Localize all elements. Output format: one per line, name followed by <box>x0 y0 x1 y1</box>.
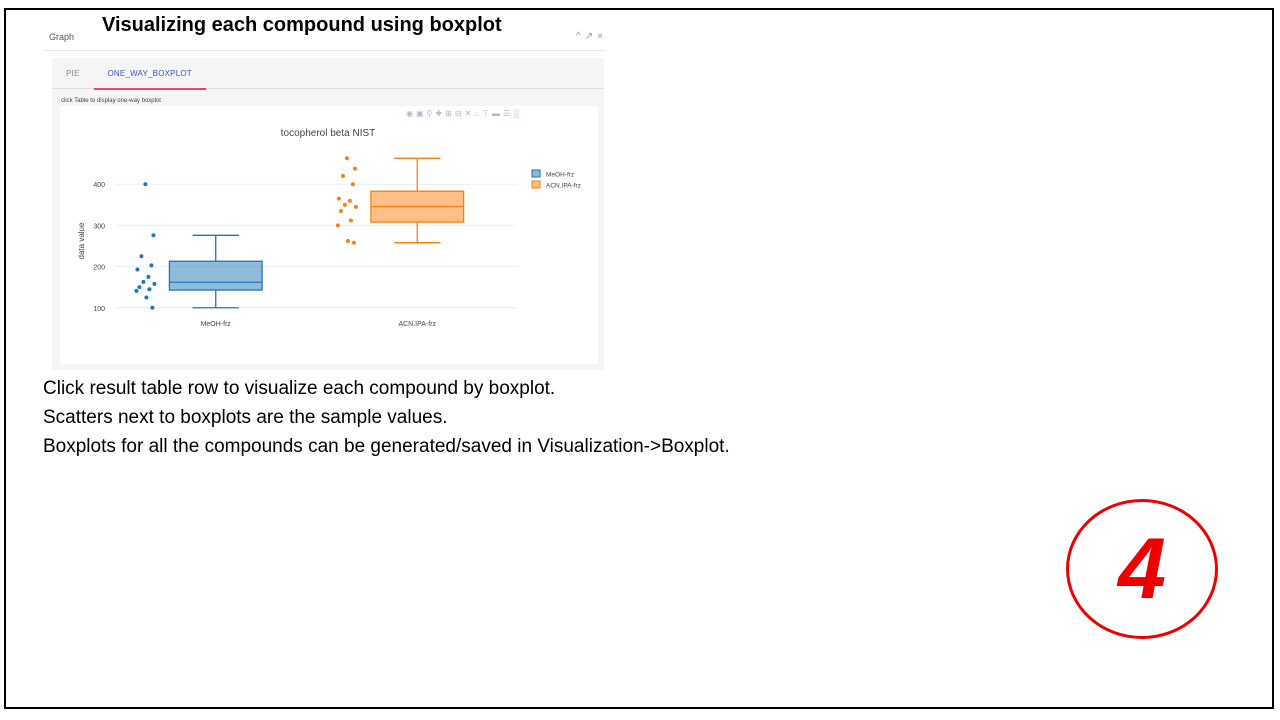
legend-swatch <box>531 169 541 178</box>
sample-point <box>347 198 352 203</box>
sample-point <box>352 166 357 171</box>
slide-frame <box>4 8 1274 709</box>
autoscale-icon[interactable]: ✕ <box>464 109 472 118</box>
zoom-icon[interactable]: ⚲ <box>426 109 433 118</box>
sample-point <box>336 196 341 201</box>
sample-point <box>353 204 358 209</box>
body-line: Click result table row to visualize each… <box>43 378 556 399</box>
hover-closest-icon[interactable]: ▬ <box>492 109 501 118</box>
body-text: Click result table row to visualize each… <box>43 374 730 461</box>
sample-point <box>141 279 146 284</box>
sample-point <box>350 182 355 187</box>
tab-one-way-boxplot[interactable]: ONE_WAY_BOXPLOT <box>93 60 206 90</box>
plot-modebar: ◉ ▣ ⚲ ✚ ⊞ ⊟ ✕ ⌂ ⊤ ▬ ☰ ░ <box>406 109 519 118</box>
sample-point <box>345 239 350 244</box>
zoom-out-icon[interactable]: ⊟ <box>454 109 462 118</box>
sample-point <box>135 267 140 272</box>
plot-area <box>60 106 598 364</box>
sample-point <box>335 223 340 228</box>
sample-point <box>340 174 345 178</box>
spike-icon[interactable]: ⊤ <box>482 109 490 118</box>
legend-label: ACN.IPA-frz <box>546 183 581 190</box>
y-tick-label: 400 <box>93 182 105 189</box>
sample-point <box>151 233 156 238</box>
slide-title: Visualizing each compound using boxplot <box>102 14 502 36</box>
legend-label: MeOH-frz <box>546 172 574 179</box>
y-tick-label: 200 <box>93 265 105 272</box>
sample-point <box>348 218 353 223</box>
body-line: Boxplots for all the compounds can be ge… <box>43 436 730 457</box>
expand-icon[interactable]: ↗ <box>584 31 594 42</box>
sample-point <box>134 288 139 293</box>
zoom-in-icon[interactable]: ⊞ <box>445 109 452 118</box>
panel-header: Graph <box>49 32 75 42</box>
plotly-logo-icon[interactable]: ░ <box>513 109 519 118</box>
y-tick-label: 100 <box>93 306 105 313</box>
sample-point <box>351 240 356 245</box>
sample-point <box>150 305 155 310</box>
x-tick-label: MeOH-frz <box>201 321 232 328</box>
sample-point <box>342 202 347 207</box>
collapse-icon[interactable]: ^ <box>576 31 581 42</box>
chart-title: tocopherol beta NIST <box>281 128 376 139</box>
step-number: 4 <box>1118 520 1166 617</box>
home-icon[interactable]: ⌂ <box>474 109 480 118</box>
pan-icon[interactable]: ✚ <box>435 109 443 118</box>
sample-point <box>344 156 349 161</box>
panel-divider <box>44 50 606 51</box>
sample-point <box>149 263 154 268</box>
sample-point <box>147 287 152 292</box>
panel-controls: ^ ↗ × <box>576 31 603 42</box>
save-icon[interactable]: ▣ <box>415 109 424 118</box>
sample-point <box>144 295 149 300</box>
sample-point <box>143 182 148 187</box>
box-MeOH-frz <box>168 260 263 291</box>
boxplot-chart[interactable]: tocopherol beta NIST data value 100 200 300 4… <box>60 106 598 364</box>
y-axis-label: data value <box>77 222 86 259</box>
step-badge: 4 <box>1066 499 1218 639</box>
sample-point <box>139 254 144 259</box>
legend-swatch <box>531 180 541 189</box>
y-tick-label: 300 <box>93 223 105 230</box>
close-icon[interactable]: × <box>597 31 603 42</box>
tab-pie[interactable]: PIE <box>66 69 80 78</box>
hover-compare-icon[interactable]: ☰ <box>503 109 511 118</box>
hint-text: click Table to display one-way boxplot <box>61 98 161 104</box>
camera-icon[interactable]: ◉ <box>406 109 413 118</box>
tab-bar: PIE ONE_WAY_BOXPLOT <box>52 60 604 90</box>
sample-point <box>146 274 151 279</box>
x-tick-label: ACN.IPA-frz <box>398 321 436 328</box>
sample-point <box>137 285 142 290</box>
sample-point <box>338 209 343 213</box>
body-line: Scatters next to boxplots are the sample… <box>43 407 448 428</box>
sample-point <box>152 281 157 286</box>
